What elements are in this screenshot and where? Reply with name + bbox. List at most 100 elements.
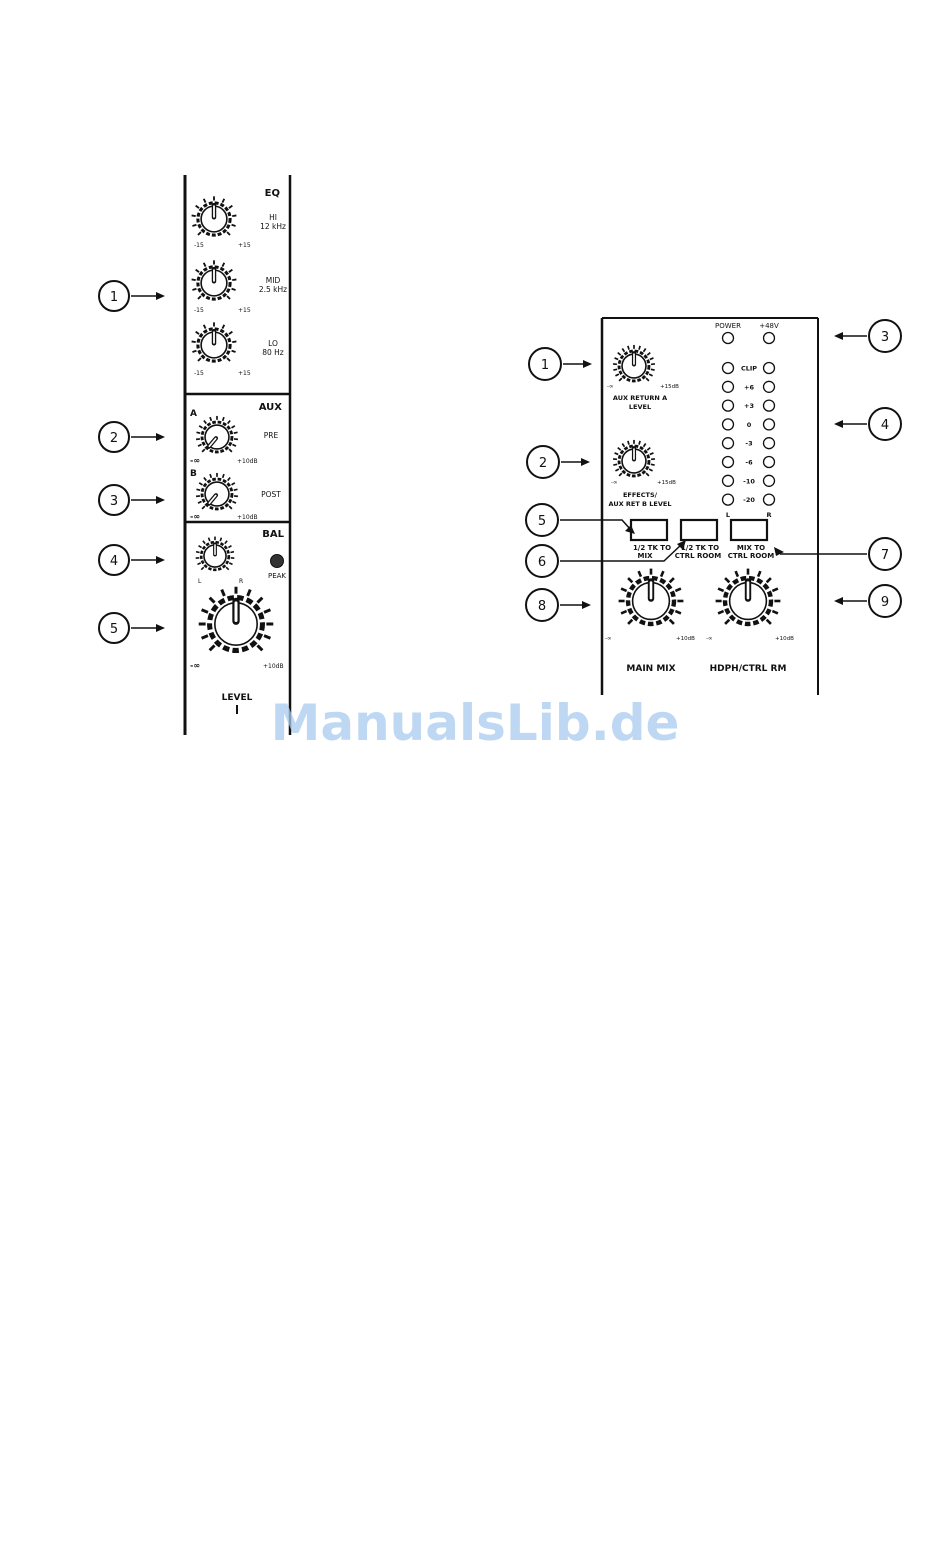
arrow-icon [156,556,165,564]
master-callout-8: 8 [525,588,591,622]
arrow-icon [834,332,843,340]
channel-strip: EQ HI 12 kHz -15 +15 MID 2.5 kHz -15 +15… [183,175,292,735]
effects-return-b-knob[interactable] [612,439,656,478]
svg-text:4: 4 [110,554,118,569]
meter-level-label: 0 [747,421,752,429]
master-callouts: 1 2 3 4 5 6 [525,319,902,622]
button-1-line2: MIX [638,552,654,560]
aux-b-letter: B [190,469,197,479]
bal-title: BAL [262,529,284,540]
master-section: POWER +48V -∞ +15dB AUX RETURN A LEVEL -… [600,317,819,695]
aux-title: AUX [259,402,283,413]
master-callout-2: 2 [526,445,590,479]
hdph-label: HDPH/CTRL RM [710,664,787,674]
tape-to-ctrl-room-button[interactable] [679,518,719,542]
meter-left-label: L [726,511,730,519]
level-meter: CLIP+6+30-3-6-10-20 [721,361,776,506]
main-mix-min: -∞ [605,636,612,642]
master-callout-7: 7 [774,537,902,571]
aux-return-a-knob[interactable] [612,344,656,383]
meter-led-right-icon [762,493,776,506]
meter-led-left-icon [721,474,735,487]
arrow-icon [834,420,843,428]
meter-led-left-icon [721,418,735,431]
level-knob[interactable] [198,586,274,653]
svg-text:6: 6 [538,555,546,570]
aux-a-max: +10dB [237,458,258,465]
eq-lo-max: +15 [238,370,251,377]
eq-mid-knob[interactable] [191,260,237,301]
button-2-line2: CTRL ROOM [675,552,721,560]
eq-lo-knob[interactable] [191,322,237,363]
eq-hi-knob[interactable] [191,196,237,237]
callout-2: 2 [98,421,165,453]
meter-level-label: -6 [745,459,753,467]
mix-to-ctrl-room-button[interactable] [729,518,769,542]
callout-1: 1 [98,280,165,312]
callout-5: 5 [98,612,165,644]
aux-b-max: +10dB [237,514,258,521]
aux-a-min: -∞ [190,456,200,465]
svg-text:2: 2 [110,431,118,446]
meter-led-right-icon [762,418,776,431]
eq-lo-freq: 80 Hz [262,348,284,357]
master-callout-3: 3 [834,319,902,353]
meter-led-left-icon [721,399,735,412]
eq-title: EQ [265,188,280,199]
meter-led-left-icon [721,437,735,450]
aux-b-knob[interactable] [195,472,239,511]
callout-3: 3 [98,484,165,516]
main-mix-knob[interactable] [618,568,684,627]
arrow-icon [583,360,592,368]
aux-return-a-label-2: LEVEL [629,403,651,411]
effects-min: -∞ [611,480,618,486]
hdph-min: -∞ [706,636,713,642]
level-min: -∞ [190,661,200,670]
tape-to-mix-button[interactable] [629,518,669,542]
meter-led-left-icon [721,380,735,393]
arrow-icon [156,496,165,504]
balance-knob[interactable] [195,536,235,572]
svg-text:5: 5 [110,622,118,637]
aux-a-knob[interactable] [195,415,239,454]
meter-led-right-icon [762,437,776,450]
bal-right: R [239,578,243,585]
arrow-icon [581,458,590,466]
eq-hi-freq: 12 kHz [260,222,286,231]
aux-a-label: PRE [264,431,279,440]
channel-callouts: 1 2 3 4 5 [98,280,165,644]
meter-led-left-icon [721,361,735,375]
arrow-icon [582,601,591,609]
svg-text:3: 3 [110,494,118,509]
arrow-icon [677,540,686,550]
arrow-icon [156,292,165,300]
eq-mid-max: +15 [238,307,251,314]
svg-text:4: 4 [881,418,889,433]
headphone-ctrl-room-knob[interactable] [715,568,781,627]
phantom-label: +48V [759,322,779,330]
bal-left: L [198,578,202,585]
button-3-line2: CTRL ROOM [728,552,774,560]
callout-4: 4 [98,544,165,576]
arrow-icon [156,433,165,441]
main-mix-label: MAIN MIX [626,664,675,674]
meter-level-label: CLIP [741,365,757,373]
aux-return-a-max: +15dB [660,384,679,390]
meter-led-right-icon [762,474,776,487]
button-3-line1: MIX TO [737,544,765,552]
master-callout-5: 5 [525,503,635,537]
eq-lo-label: LO [268,339,278,348]
phantom-led-icon [762,331,776,345]
eq-lo-min: -15 [194,370,204,377]
meter-led-right-icon [762,380,776,393]
aux-a-letter: A [190,409,197,419]
master-callout-6: 6 [525,540,686,578]
meter-led-right-icon [762,361,776,375]
eq-hi-label: HI [269,213,277,222]
aux-b-min: -∞ [190,512,200,521]
aux-return-a-min: -∞ [607,384,614,390]
power-label: POWER [715,322,741,330]
arrow-icon [156,624,165,632]
effects-label-2: AUX RET B LEVEL [609,500,672,508]
eq-hi-max: +15 [238,242,251,249]
